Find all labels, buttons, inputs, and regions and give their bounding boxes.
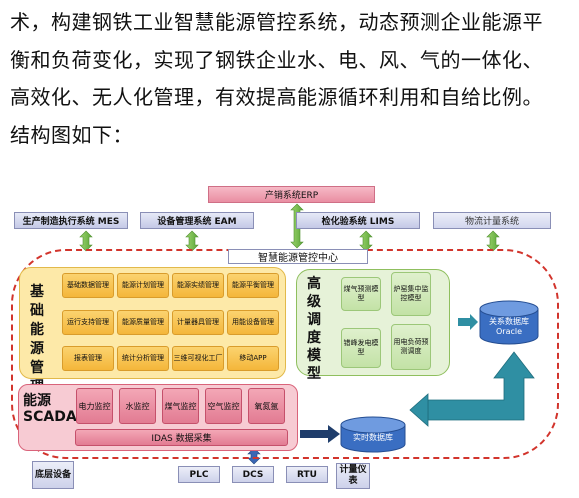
- module-cell: 计量器具管理: [172, 310, 224, 335]
- oracle-label-line: Oracle: [495, 327, 523, 336]
- module-cell: 用能设备管理: [227, 310, 279, 335]
- paragraph-line: 衡和负荷变化，实现了钢铁企业水、电、风、气的一体化、: [10, 47, 543, 72]
- erp-system-box: 产销系统ERP: [208, 186, 375, 203]
- model-cell: 用电负荷预测调度: [391, 324, 431, 370]
- module-cell: 统计分析管理: [117, 346, 169, 371]
- double-arrow-icon: [486, 230, 500, 252]
- scada-title: 能源 SCADA: [23, 393, 77, 425]
- body-paragraph: 术，构建钢铁工业智慧能源管控系统，动态预测企业能源平 衡和负荷变化，实现了钢铁企…: [10, 4, 576, 154]
- model-cell: 炉窑集中监控模型: [391, 272, 431, 316]
- double-arrow-icon: [359, 230, 373, 252]
- double-arrow-icon: [79, 230, 93, 252]
- module-cell: 能源实绩管理: [172, 273, 224, 298]
- basic-management-title: 基础能源管理: [30, 284, 44, 395]
- scada-title-line: 能源: [23, 393, 51, 409]
- scheduling-model-title: 高级调度模型: [307, 276, 321, 382]
- device-box-rtu: RTU: [286, 466, 328, 483]
- monitor-cell: 煤气监控: [162, 388, 199, 424]
- return-arrow-icon: [409, 351, 535, 427]
- lims-system-box: 检化验系统 LIMS: [296, 212, 420, 229]
- realtime-database-label: 实时数据库: [353, 432, 393, 442]
- monitor-cell: 空气监控: [205, 388, 242, 424]
- module-cell: 三维可视化工厂: [172, 346, 224, 371]
- mes-system-box: 生产制造执行系统 MES: [14, 212, 128, 229]
- module-cell: 基础数据管理: [62, 273, 114, 298]
- arrow-right-icon: [300, 425, 340, 443]
- paragraph-line: 结构图如下：: [10, 122, 133, 147]
- device-box-meter: 计量仪表: [336, 463, 370, 489]
- oracle-label-line: 关系数据库: [489, 317, 529, 326]
- device-box-plc: PLC: [178, 466, 220, 483]
- double-arrow-icon: [185, 230, 199, 252]
- bottom-devices-label: 底层设备: [32, 461, 74, 489]
- realtime-database-icon: [340, 416, 406, 453]
- module-cell: 报表管理: [62, 346, 114, 371]
- paragraph-line: 术，构建钢铁工业智慧能源管控系统，动态预测企业能源平: [10, 10, 543, 34]
- monitor-cell: 电力监控: [76, 388, 113, 424]
- device-box-dcs: DCS: [232, 466, 274, 483]
- oracle-database-label: 关系数据库 Oracle: [480, 317, 538, 337]
- scada-title-line: SCADA: [23, 409, 77, 425]
- eam-system-box: 设备管理系统 EAM: [140, 212, 254, 229]
- energy-center-label: 智慧能源管控中心: [228, 249, 368, 264]
- module-cell: 运行支持管理: [62, 310, 114, 335]
- model-cell: 煤气预测模型: [341, 277, 381, 311]
- module-cell: 移动APP: [227, 346, 279, 371]
- module-cell: 能源计划管理: [117, 273, 169, 298]
- paragraph-line: 高效化、无人化管理，有效提高能源循环利用和自给比例。: [10, 85, 543, 109]
- double-arrow-icon: [247, 447, 261, 465]
- monitor-cell: 氧氮氩: [248, 388, 285, 424]
- oracle-database-icon: [479, 300, 539, 345]
- monitor-cell: 水监控: [119, 388, 156, 424]
- module-cell: 能源质量管理: [117, 310, 169, 335]
- idas-collection-bar: IDAS 数据采集: [75, 429, 288, 446]
- arrow-right-icon: [458, 314, 478, 330]
- model-cell: 错峰发电模型: [341, 328, 381, 368]
- logistics-system-box: 物流计量系统: [433, 212, 551, 229]
- module-cell: 能源平衡管理: [227, 273, 279, 298]
